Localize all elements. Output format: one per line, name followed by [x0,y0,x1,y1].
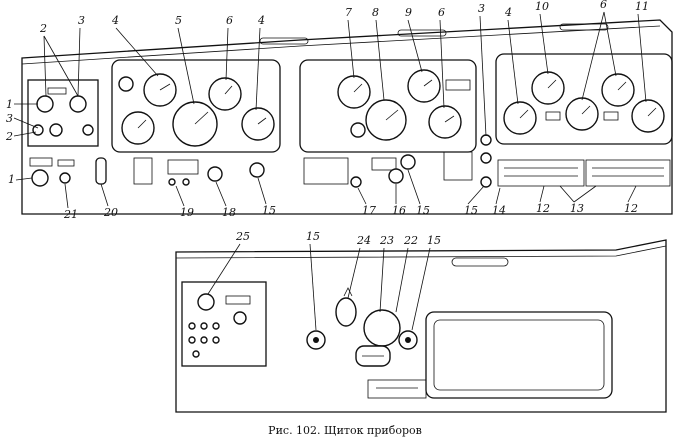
lower-instrument-panel [175,239,667,413]
callout-label: 8 [372,6,379,19]
callout-label: 12 [536,202,550,215]
callout-label: 4 [257,14,265,27]
callout-label: 23 [379,234,394,247]
callout-label: 25 [235,230,250,243]
callout-label: 15 [464,204,478,217]
left-switch-block [27,79,107,187]
callout-label: 18 [222,206,236,219]
callout-label: 10 [535,0,549,13]
callout-label: 15 [427,234,441,247]
callout-label: 17 [362,204,376,217]
callout-label: 6 [438,6,445,19]
switch-row-left [133,157,265,186]
callout-label: 19 [180,206,194,219]
gauge-cluster-middle [299,59,477,153]
callout-label: 1 [6,98,13,111]
callout-label: 14 [492,204,506,217]
callout-label: 3 [6,112,13,125]
callout-label: 13 [570,202,584,215]
callout-label: 21 [63,208,78,221]
callout-label: 11 [635,0,649,13]
callout-label: 6 [600,0,607,11]
callout-label: 1 [8,173,15,186]
callout-label: 2 [39,22,47,35]
leader-lines-top [13,11,647,209]
upper-instrument-panel [13,11,673,215]
switch-row-middle [303,134,492,188]
callout-label: 15 [416,204,430,217]
callout-label: 20 [103,206,118,219]
callout-label: 9 [405,6,412,19]
callout-label: 15 [306,230,320,243]
callout-label: 2 [5,130,13,143]
callout-label: 24 [356,234,371,247]
callout-label: 15 [262,204,276,217]
callout-label: 6 [226,14,233,27]
callout-label: 12 [624,202,638,215]
figure-caption: Рис. 102. Щиток приборов [268,424,422,437]
callout-label: 5 [175,14,182,27]
gauge-cluster-right [495,53,673,145]
callout-label: 4 [111,14,119,27]
callout-label: 22 [403,234,418,247]
leader-lines-bottom [207,243,431,331]
callout-label: 3 [78,14,85,27]
callout-label: 3 [478,2,485,15]
callout-label: 7 [345,6,352,19]
gauge-cluster-left [111,59,281,153]
callout-label: 16 [392,204,406,217]
nameplates [497,159,671,187]
callout-label: 4 [504,6,512,19]
